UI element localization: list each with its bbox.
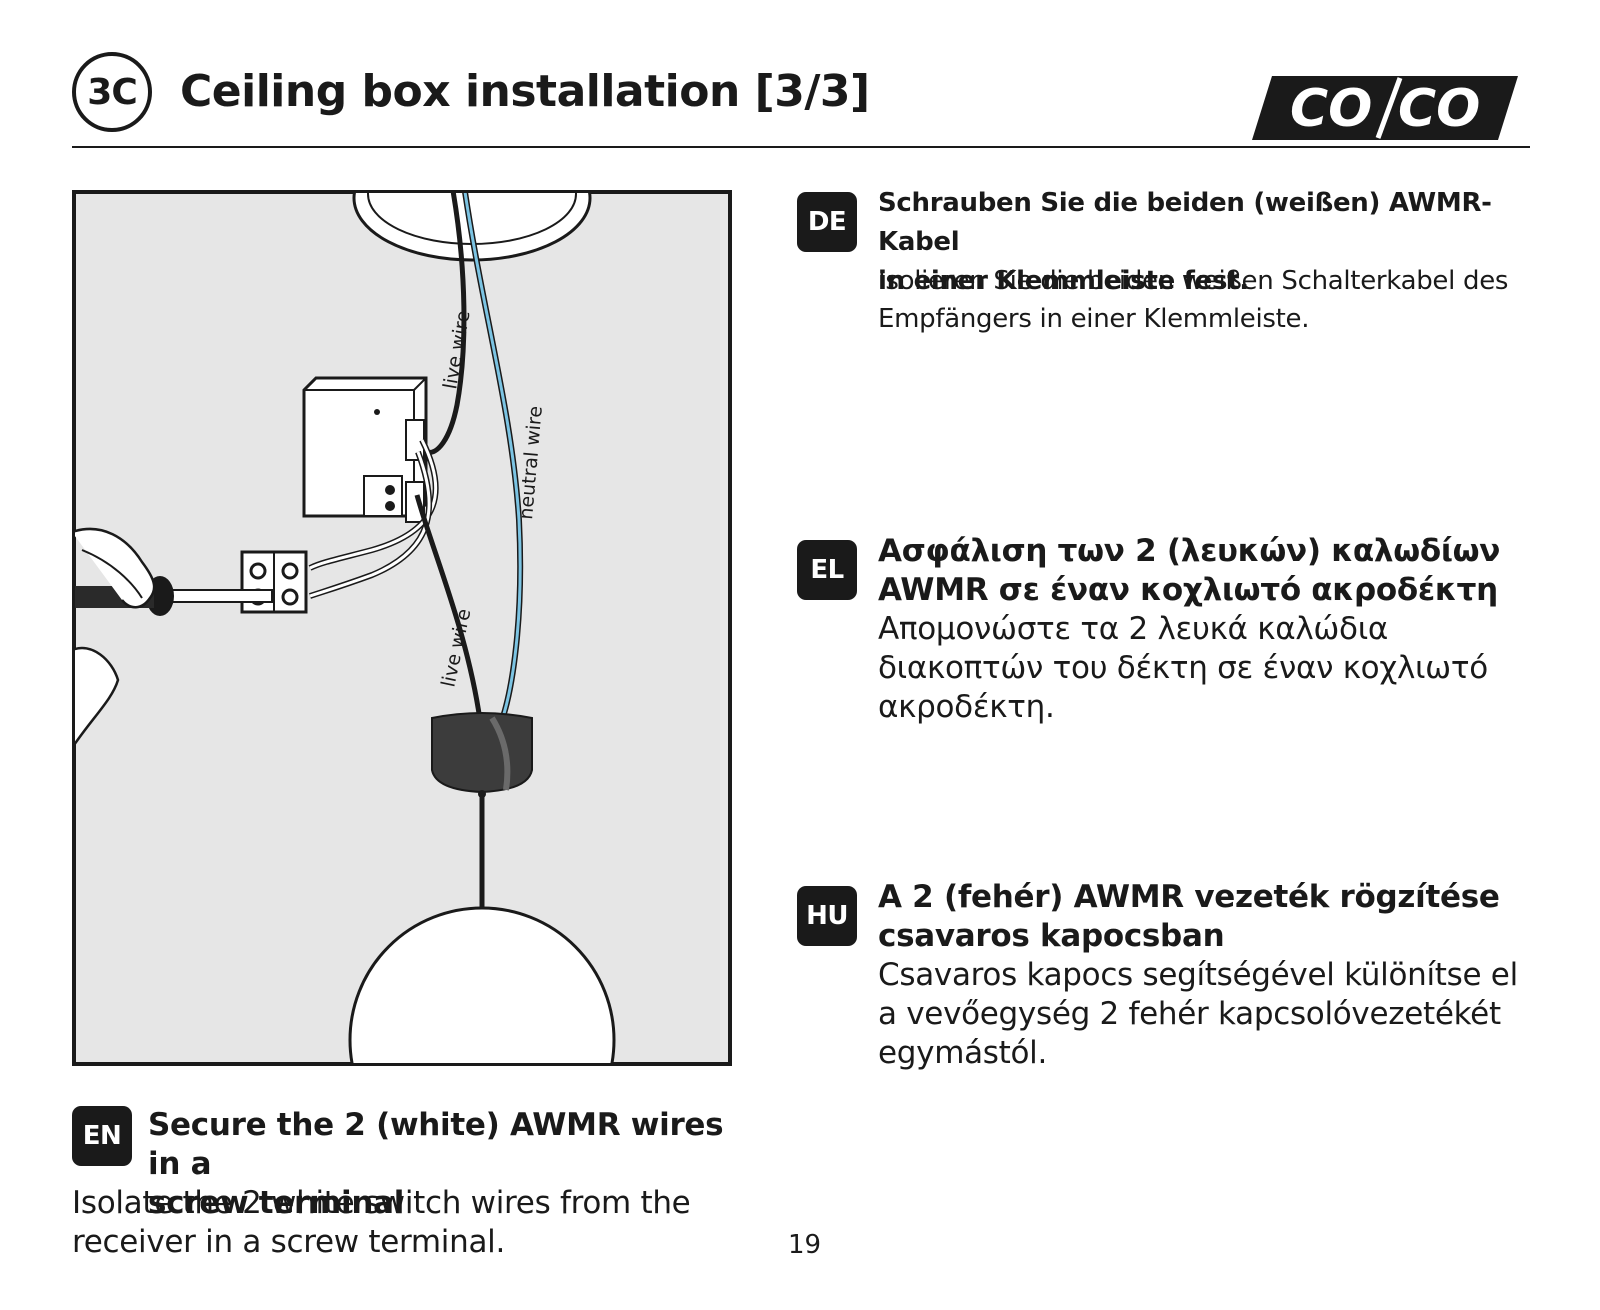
lang-badge-hu: HU bbox=[797, 886, 857, 946]
de-title: Schrauben Sie die beiden (weißen) AWMR-K… bbox=[878, 188, 1492, 296]
hu-body: Csavaros kapocs segítségével különítse e… bbox=[878, 957, 1518, 1071]
el-body: Απομονώστε τα 2 λευκά καλώδια διακοπτών … bbox=[878, 611, 1488, 725]
lang-badge-en: EN bbox=[72, 1106, 132, 1166]
lang-badge-el: EL bbox=[797, 540, 857, 600]
lang-badge-de: DE bbox=[797, 192, 857, 252]
page-number: 19 bbox=[788, 1230, 822, 1260]
en-body: Isolate the 2 white switch wires from th… bbox=[72, 1185, 691, 1260]
installation-illustration: live wire neutral wire live wire bbox=[72, 190, 732, 1066]
el-title: Ασφάλιση των 2 (λευκών) καλωδίων AWMR σε… bbox=[878, 533, 1501, 608]
lamp-globe bbox=[348, 906, 616, 1063]
step-badge: 3C bbox=[72, 52, 152, 132]
hand bbox=[75, 527, 156, 746]
receiver-module bbox=[302, 376, 428, 523]
hu-title: A 2 (fehér) AWMR vezeték rögzítése csava… bbox=[878, 879, 1500, 954]
svg-text:CO: CO bbox=[1398, 79, 1480, 139]
ceiling-rose bbox=[431, 712, 533, 794]
svg-text:CO: CO bbox=[1290, 79, 1372, 139]
en-title: Secure the 2 (white) AWMR wires in a scr… bbox=[148, 1107, 724, 1221]
coco-logo: CO CO bbox=[1252, 76, 1518, 140]
de-body: Isolieren Sie die beiden weißen Schalter… bbox=[878, 266, 1509, 334]
header-divider bbox=[72, 146, 1530, 148]
page-title: Ceiling box installation [3/3] bbox=[180, 66, 870, 117]
